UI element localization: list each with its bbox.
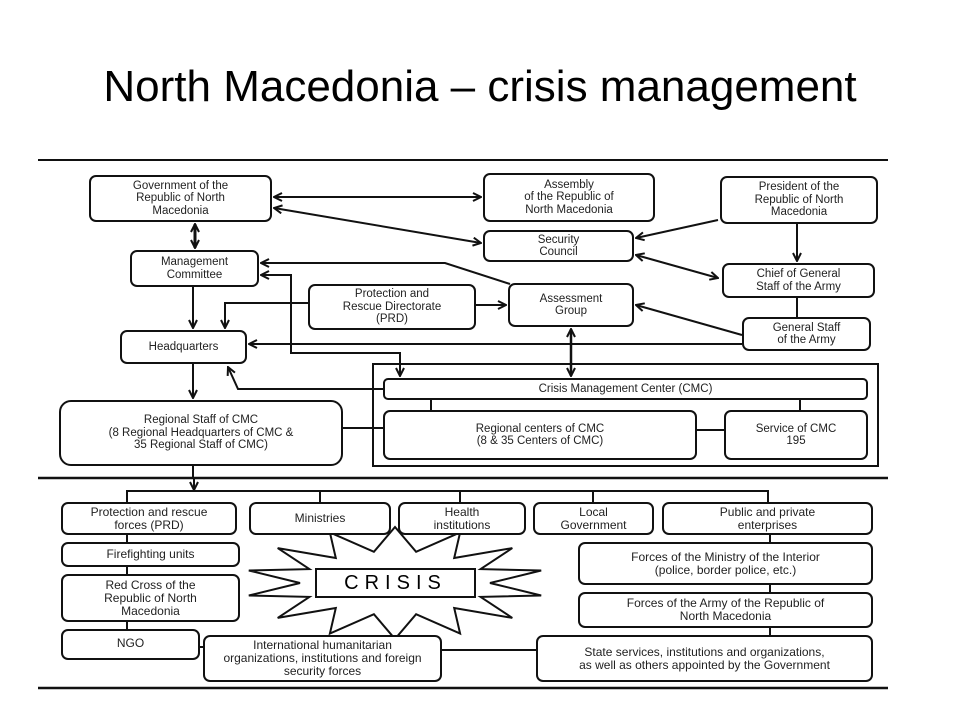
president-box: President of the Republic of North Maced… bbox=[720, 176, 878, 224]
red-cross-box: Red Cross of the Republic of North Maced… bbox=[61, 574, 240, 622]
local-government-box: Local Government bbox=[533, 502, 654, 535]
service-box: Service of CMC 195 bbox=[724, 410, 868, 460]
slide-title: North Macedonia – crisis management bbox=[103, 62, 857, 111]
security-council-box: Security Council bbox=[483, 230, 634, 262]
international-box: International humanitarian organizations… bbox=[203, 635, 442, 682]
ministries-box: Ministries bbox=[249, 502, 391, 535]
prd-box: Protection and Rescue Directorate (PRD) bbox=[308, 284, 476, 330]
army-box: Forces of the Army of the Republic of No… bbox=[578, 592, 873, 628]
assembly-box: Assembly of the Republic of North Macedo… bbox=[483, 173, 655, 222]
crisis-label: CRISIS bbox=[315, 568, 476, 598]
regional-centers-box: Regional centers of CMC (8 & 35 Centers … bbox=[383, 410, 697, 460]
cmc-box: Crisis Management Center (CMC) bbox=[383, 378, 868, 400]
chief-of-general-staff-box: Chief of General Staff of the Army bbox=[722, 263, 875, 298]
headquarters-box: Headquarters bbox=[120, 330, 247, 364]
general-staff-box: General Staff of the Army bbox=[742, 317, 871, 351]
cmc-frame bbox=[372, 363, 879, 467]
management-committee-box: Management Committee bbox=[130, 250, 259, 287]
firefighting-box: Firefighting units bbox=[61, 542, 240, 567]
protection-forces-box: Protection and rescue forces (PRD) bbox=[61, 502, 237, 535]
health-box: Health institutions bbox=[398, 502, 526, 535]
interior-box: Forces of the Ministry of the Interior (… bbox=[578, 542, 873, 585]
enterprises-box: Public and private enterprises bbox=[662, 502, 873, 535]
assessment-group-box: Assessment Group bbox=[508, 283, 634, 327]
government-box: Government of the Republic of North Mace… bbox=[89, 175, 272, 222]
state-services-box: State services, institutions and organiz… bbox=[536, 635, 873, 682]
ngo-box: NGO bbox=[61, 629, 200, 660]
regional-staff-box: Regional Staff of CMC (8 Regional Headqu… bbox=[59, 400, 343, 466]
